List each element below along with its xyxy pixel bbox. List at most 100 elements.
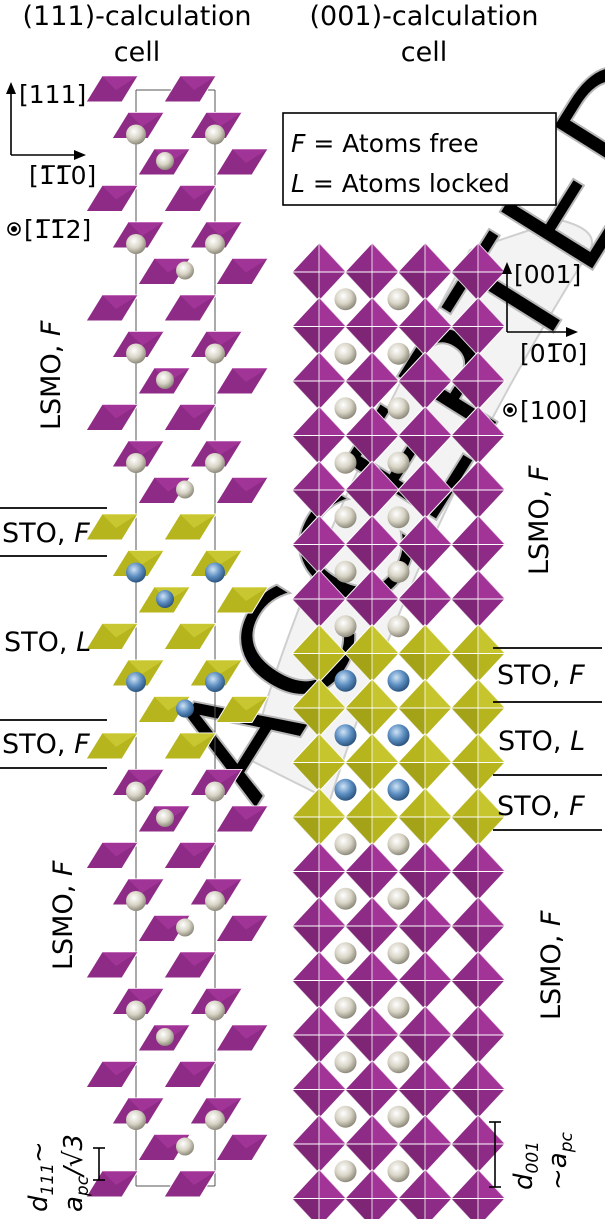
octahedron-face [128,550,164,565]
la-sr-ion [334,1105,357,1128]
octahedron-face [232,1025,268,1039]
octahedron-face [128,988,164,1003]
octahedron-face [180,404,216,419]
la-sr-ion [176,918,194,937]
octahedron-face [345,1198,372,1219]
octahedron-face [292,1144,319,1173]
octahedron-face [478,624,505,654]
octahedron-face [478,570,505,599]
left-column-title-cont: cell [114,37,160,68]
right-axis-out: [100] [520,396,587,425]
octahedron-face [451,1198,478,1219]
octahedron-face [102,1171,138,1185]
octahedron-face [372,733,399,763]
octahedron-face [451,599,478,628]
octahedron-face [451,762,478,792]
la-sr-ion [205,891,225,911]
octahedron-face [180,185,216,200]
octahedron-face [425,243,452,272]
octahedron-face [451,435,478,465]
octahedron-face [425,461,452,490]
right-axis-up: [001] [514,260,581,289]
octahedron-face [292,708,319,737]
la-sr-ion [205,124,225,145]
la-sr-ion [126,234,146,254]
octahedron-face [232,587,268,601]
la-sr-ion [334,1051,357,1074]
legend-locked: L = Atoms locked [291,169,510,198]
octahedron-face [128,222,164,236]
octahedron-face [102,623,138,638]
octahedron-face [372,570,399,599]
octahedron-face [154,477,190,492]
octahedron-face [398,926,425,955]
octahedron-face [292,817,319,846]
right-axis-right: [01̅0] [520,339,587,368]
legend: F = Atoms free L = Atoms locked [282,112,557,206]
arrow-up-icon [6,82,16,94]
la-sr-ion [387,1051,410,1074]
right-dimension: d001 ~apc [489,1121,577,1190]
left-axis-right: [1̅1̅0] [29,161,96,190]
la-sr-ion [387,288,410,311]
la-sr-ion [334,1160,357,1183]
octahedron-face [232,915,268,930]
octahedron-face [425,624,452,654]
right-column-title-cont: cell [401,37,447,68]
la-sr-ion [387,560,410,583]
octahedron-face [372,951,399,981]
octahedron-face [398,980,425,1010]
octahedron-face [128,331,164,346]
octahedron-face [478,679,505,708]
octahedron-face [478,733,505,763]
right-axes: [001] [01̅0] [100] [502,260,587,425]
octahedron-face [180,514,216,528]
octahedron-face [319,897,346,926]
la-sr-ion [334,342,357,365]
octahedron-face [478,897,505,926]
octahedron-face [345,544,372,574]
octahedron-face [292,326,319,356]
sr-ion [387,778,410,801]
octahedron-face [451,326,478,356]
octahedron-face [425,297,452,327]
la-sr-ion [334,615,357,638]
octahedron-face [319,788,346,817]
octahedron-face [180,733,216,747]
la-sr-ion [334,887,357,910]
right-dimension-a: ~apc [543,1131,577,1190]
octahedron-face [128,441,164,455]
octahedron-face [478,842,505,872]
octahedron-face [319,352,346,381]
arrow-right-icon [566,327,578,337]
octahedron-face [372,1115,399,1144]
octahedron-face [398,599,425,628]
la-sr-ion [205,234,225,254]
octahedron-face [232,1134,268,1149]
octahedron-face [232,696,268,711]
octahedron-face [345,653,372,683]
la-sr-ion [387,996,410,1019]
octahedron-face [319,1169,346,1199]
octahedron-face [478,788,505,817]
la-sr-ion [156,1028,174,1046]
left-column-title: (111)-calculation [23,1,252,32]
la-sr-ion [205,343,225,364]
la-sr-ion [334,451,357,474]
octahedron-face [154,696,190,711]
octahedron-face [345,272,372,301]
la-sr-ion [156,152,174,170]
octahedron-face [292,980,319,1010]
octahedron-face [345,1089,372,1119]
octahedron-face [292,381,319,410]
arrow-right-icon [74,150,86,160]
la-sr-ion [126,781,146,802]
sr-ion [387,669,410,692]
right-layer-lsmo-top: LSMO, F [524,465,555,575]
left-dimension-a: apc/√3 [59,1134,93,1212]
la-sr-ion [126,453,146,473]
octahedron-face [398,1089,425,1119]
octahedron-face [451,1144,478,1173]
octahedron-face [206,1098,242,1112]
la-sr-ion [387,451,410,474]
